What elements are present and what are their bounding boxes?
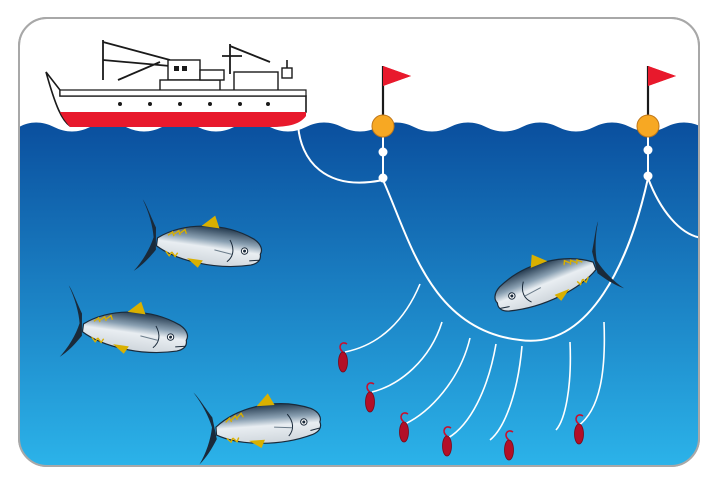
line-connectors (378, 145, 653, 183)
fishing-vessel-icon (45, 40, 307, 127)
longline (297, 123, 699, 342)
sea-water (19, 122, 699, 466)
marker-flag-icon (648, 66, 676, 86)
marker-flag-icon (383, 66, 411, 86)
branch-lines (344, 283, 606, 441)
